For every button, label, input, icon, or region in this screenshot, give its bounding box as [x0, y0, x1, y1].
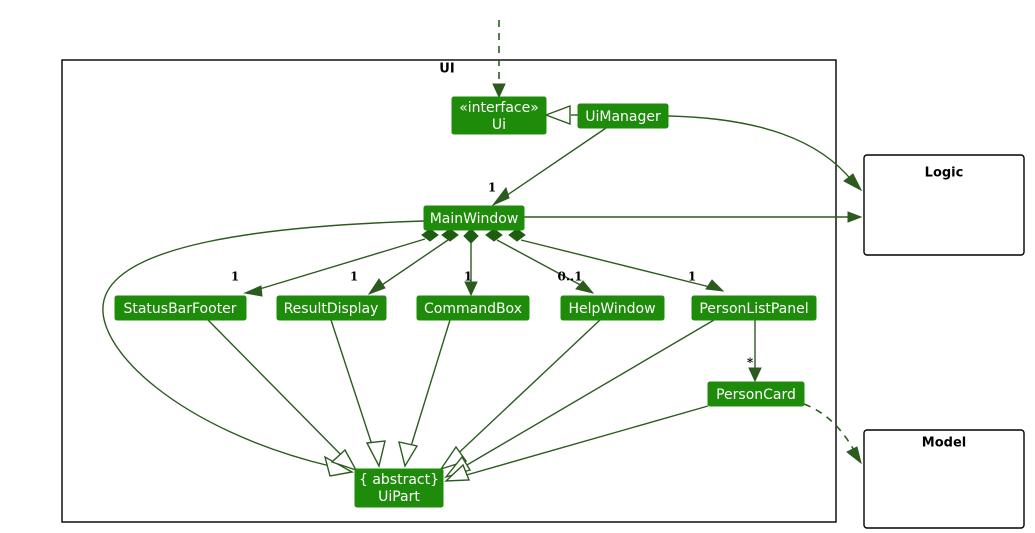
package-model-label: Model [922, 436, 966, 451]
class-ui-interface-stereotype: «interface» [459, 100, 539, 116]
class-resultdisplay-box[interactable] [276, 295, 387, 321]
package-model-frame [863, 429, 1025, 529]
package-model: Model [863, 429, 1025, 529]
class-resultdisplay[interactable]: ResultDisplay [276, 295, 387, 321]
class-helpwindow[interactable]: HelpWindow [560, 295, 665, 321]
class-resultdisplay-name: ResultDisplay [284, 301, 379, 317]
class-mainwindow-name: MainWindow [430, 211, 519, 227]
edge-personlistpanel-to-personcard [748, 320, 762, 383]
class-uimanager-box[interactable] [577, 103, 669, 129]
edge-uimanager-to-mainwindow [491, 127, 607, 207]
class-personlistpanel-name: PersonListPanel [699, 301, 808, 317]
edge-mainwindow-to-statusbarfooter [243, 228, 439, 297]
multiplicity-personlistpanel-personcard: * [747, 356, 754, 370]
package-ui: UI [61, 59, 837, 523]
class-commandbox-box[interactable] [416, 295, 530, 321]
class-personlistpanel-box[interactable] [691, 295, 817, 321]
class-ui-interface-box[interactable] [451, 96, 547, 135]
edge-personcard-to-model [803, 403, 862, 465]
package-logic: Logic [863, 154, 1025, 256]
class-personcard-box[interactable] [707, 381, 805, 407]
edge-mainwindow-to-logic [524, 211, 863, 223]
class-personcard[interactable]: PersonCard [707, 381, 805, 407]
class-statusbarfooter[interactable]: StatusBarFooter [114, 295, 247, 321]
multiplicity-uimanager-mainwindow: 1 [488, 181, 496, 195]
package-ui-frame [61, 59, 837, 523]
edge-mainwindow-to-resultdisplay [367, 228, 459, 296]
edge-commandbox-to-uipart [398, 319, 451, 468]
class-commandbox[interactable]: CommandBox [416, 295, 530, 321]
edge-personcard-to-uipart [444, 405, 709, 482]
class-statusbarfooter-name: StatusBarFooter [123, 301, 236, 317]
class-ui-interface-name: Ui [492, 117, 506, 133]
class-statusbarfooter-box[interactable] [114, 295, 247, 321]
class-uimanager[interactable]: UiManager [577, 103, 669, 129]
edge-uimanager-realizes-ui [544, 104, 578, 126]
multiplicity-mainwindow-commandbox: 1 [464, 270, 472, 284]
class-ui-interface[interactable]: «interface» Ui [451, 96, 547, 135]
class-mainwindow-box[interactable] [423, 205, 525, 231]
class-commandbox-name: CommandBox [424, 301, 522, 317]
multiplicity-mainwindow-helpwindow: 0..1 [557, 270, 582, 284]
class-uimanager-name: UiManager [585, 109, 661, 125]
class-helpwindow-box[interactable] [560, 295, 665, 321]
class-uipart-box[interactable] [354, 468, 444, 508]
package-logic-label: Logic [925, 166, 964, 181]
edge-uimanager-to-logic [667, 115, 863, 192]
edge-resultdisplay-to-uipart [330, 319, 386, 468]
edge-mainwindow-to-commandbox [463, 228, 479, 297]
class-personcard-name: PersonCard [716, 387, 796, 403]
class-personlistpanel[interactable]: PersonListPanel [691, 295, 817, 321]
class-uipart-modifier: { abstract} [359, 472, 439, 488]
multiplicity-mainwindow-statusbarfooter: 1 [231, 270, 239, 284]
multiplicity-mainwindow-resultdisplay: 1 [350, 270, 358, 284]
package-logic-frame [863, 154, 1025, 256]
class-helpwindow-name: HelpWindow [568, 301, 655, 317]
edge-mainwindow-to-helpwindow [485, 228, 595, 294]
edge-statusbarfooter-to-uipart [207, 319, 358, 472]
package-ui-label: UI [439, 62, 454, 77]
edge-mainwindow-to-personlistpanel [508, 228, 725, 292]
multiplicity-mainwindow-personlistpanel: 1 [688, 270, 696, 284]
edge-external-to-ui [492, 20, 506, 99]
class-uipart-name: UiPart [378, 489, 420, 505]
edge-helpwindow-to-uipart [439, 319, 601, 471]
class-uipart[interactable]: { abstract} UiPart [354, 468, 444, 508]
class-mainwindow[interactable]: MainWindow [423, 205, 525, 231]
